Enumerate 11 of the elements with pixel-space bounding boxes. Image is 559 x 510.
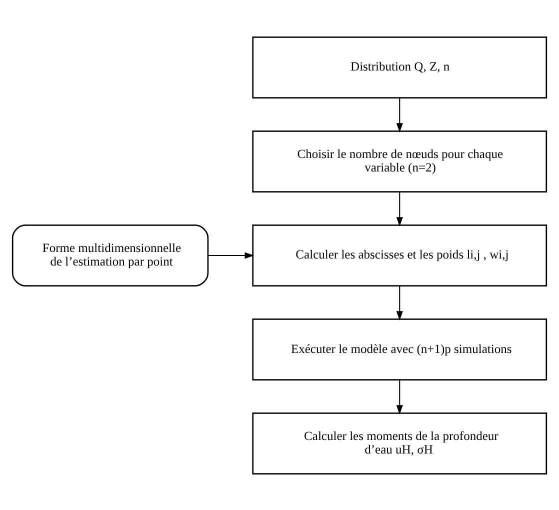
node-box: Distribution Q, Z, n — [252, 36, 548, 98]
node-box: Calculer les abscisses et les poids li,j , wi,j — [252, 224, 548, 286]
arrow — [396, 380, 403, 414]
arrow — [396, 192, 403, 226]
arrow — [396, 98, 403, 132]
node-box: Calculer les moments de la profondeur d’eau uH, σH — [252, 412, 548, 474]
node-box: Exécuter le modèle avec (n+1)p simulations — [252, 318, 548, 380]
arrow — [396, 286, 403, 320]
arrow — [208, 252, 254, 258]
node-box: Forme multidimensionnelle de l’estimation par point — [12, 224, 209, 286]
node-box: Choisir le nombre de nœuds pour chaque variable (n=2) — [252, 130, 548, 192]
